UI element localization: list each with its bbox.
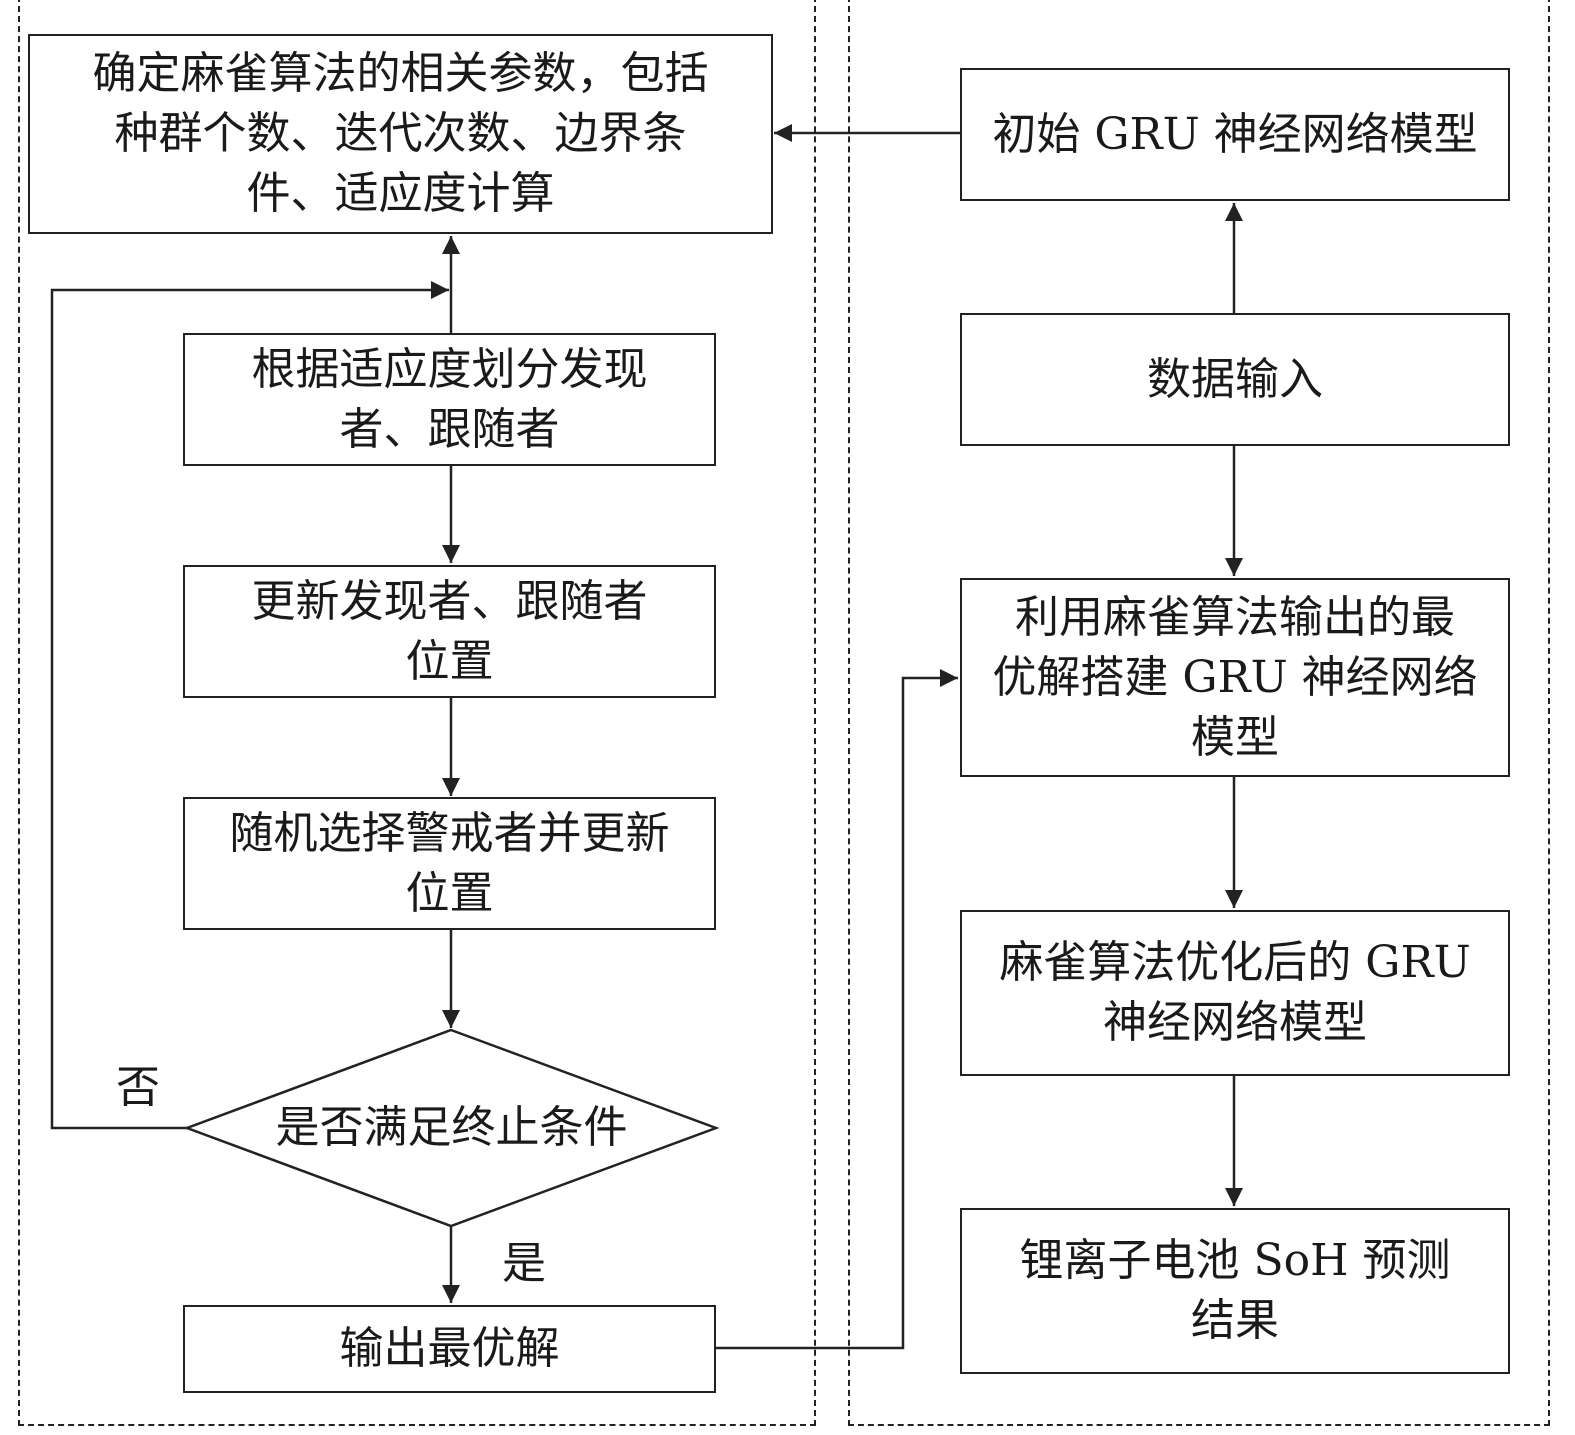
decision-yes-label: 是 — [502, 1238, 546, 1289]
decision-diamond — [183, 1028, 720, 1228]
left-dashed-panel — [18, 0, 816, 1426]
decision-label: 是否满足终止条件 — [275, 1102, 628, 1153]
arrow-output-to-build — [716, 669, 958, 1350]
optimized-gru-box: 麻雀算法优化后的 GRU 神经网络模型 — [960, 910, 1510, 1076]
update-positions-box: 更新发现者、跟随者 位置 — [183, 565, 716, 698]
select-guards-box: 随机选择警戒者并更新 位置 — [183, 797, 716, 930]
decision-no-label: 否 — [116, 1062, 160, 1113]
build-gru-box: 利用麻雀算法输出的最 优解搭建 GRU 神经网络 模型 — [960, 578, 1510, 777]
data-input-box: 数据输入 — [960, 313, 1510, 446]
soh-result-box: 锂离子电池 SoH 预测 结果 — [960, 1208, 1510, 1374]
initial-gru-box: 初始 GRU 神经网络模型 — [960, 68, 1510, 201]
arrow-loop-no — [50, 281, 449, 1130]
divide-roles-box: 根据适应度划分发现 者、跟随者 — [183, 333, 716, 466]
output-best-box: 输出最优解 — [183, 1305, 716, 1393]
init-params-box: 确定麻雀算法的相关参数，包括 种群个数、迭代次数、边界条 件、适应度计算 — [28, 34, 773, 234]
right-dashed-panel — [848, 0, 1550, 1426]
